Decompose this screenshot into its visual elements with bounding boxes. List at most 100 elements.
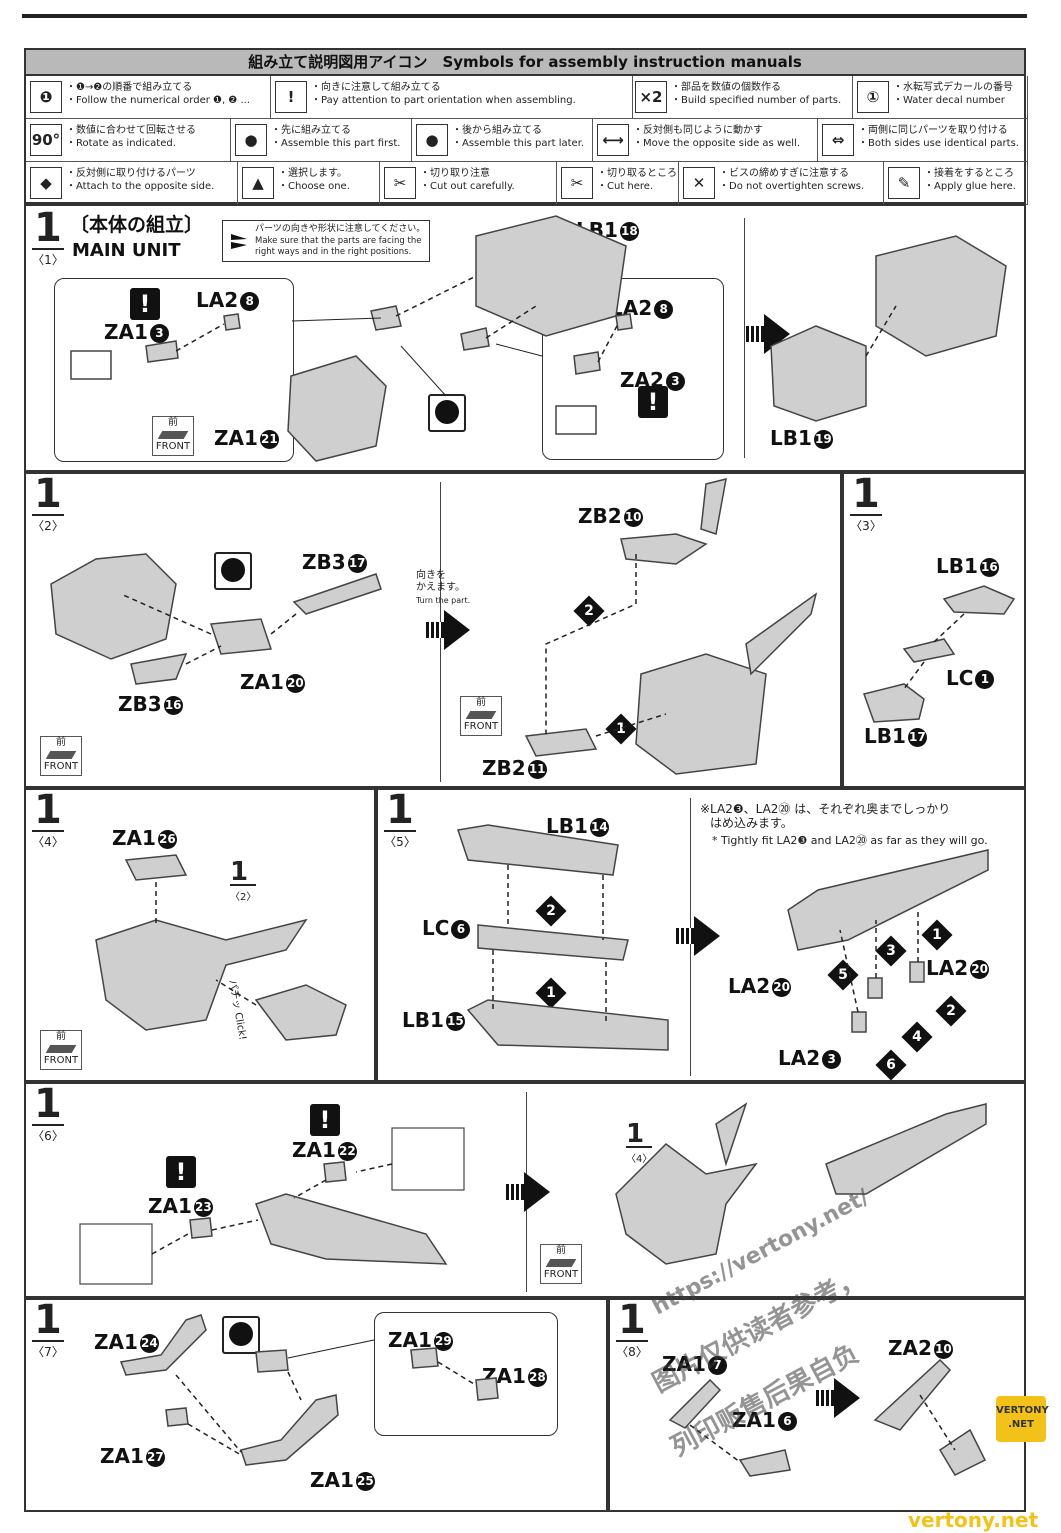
legend-item: ❶ ・❶→❷の順番で組み立てる・Follow the numerical orde…	[26, 76, 271, 119]
legend-item: ▲・選択します。・Choose one.	[238, 162, 380, 205]
next-arrow	[506, 1172, 550, 1212]
legend-item-en: ・Attach to the opposite side.	[66, 181, 215, 192]
legend-item-jp: ・水転写式デカールの番号	[893, 82, 1013, 93]
step-reference: 1〈4〉	[626, 1121, 653, 1172]
legend-item-en: ・Move the opposite side as well.	[633, 138, 801, 149]
legend-title: 組み立て説明図用アイコン Symbols for assembly instru…	[26, 50, 1024, 76]
orientation-note: パーツの向きや形状に注意してください。 Make sure that the p…	[222, 220, 430, 262]
step-1-3-parts-drawing	[863, 585, 1016, 723]
legend-item: 90°・数値に合わせて回転させる・Rotate as indicated.	[26, 119, 231, 162]
turn-note-jp2: かえます。	[416, 582, 465, 593]
step-1-5-panel: 1 〈5〉 ※LA2❸、LA2⑳ は、それぞれ奥までしっかり はめ込みます。 *…	[376, 788, 1026, 1082]
divider	[744, 218, 745, 458]
step-1-6-parts-drawing	[79, 1102, 987, 1285]
legend-item-jp: ・先に組み立てる	[271, 125, 351, 136]
legend-item-en: ・Choose one.	[278, 181, 350, 192]
numbered-order-icon: ❶	[30, 81, 62, 113]
footer-watermark: vertony.net	[908, 1508, 1039, 1532]
step-number: 1	[34, 1081, 62, 1127]
step-number: 1	[618, 1297, 646, 1343]
step-number: 1	[34, 787, 62, 833]
substep-number: 〈1〉	[32, 248, 64, 268]
symbols-legend: 組み立て説明図用アイコン Symbols for assembly instru…	[24, 48, 1028, 205]
step-reference: 1〈2〉	[230, 859, 257, 910]
water-decal-icon: ①	[857, 81, 889, 113]
legend-item-jp: ・選択します。	[278, 168, 347, 179]
no-overtighten-icon: ✕	[683, 167, 715, 199]
main-unit-parts-drawing	[70, 215, 1007, 462]
step-title-jp: 〔本体の組立〕	[70, 214, 204, 236]
legend-item: ✕・ビスの締めすぎに注意する・Do not overtighten screws…	[679, 162, 884, 205]
apply-glue-icon: ✎	[888, 167, 920, 199]
legend-item-jp: ・両側に同じパーツを取り付ける	[858, 125, 1008, 136]
fit-note-en: * Tightly fit LA2❸ and LA2⑳ as far as th…	[712, 834, 988, 847]
both-sides-icon: ⇔	[822, 124, 854, 156]
attach-opposite-icon: ◆	[30, 167, 62, 199]
step-number: 1	[852, 471, 880, 517]
assemble-first-icon	[214, 552, 252, 590]
multiply-two-icon: ×2	[635, 81, 667, 113]
step-1-5-parts-drawing	[457, 824, 989, 1051]
step-number: 1	[386, 787, 414, 833]
legend-item-jp: ・ビスの締めすぎに注意する	[719, 168, 849, 179]
legend-item-en: ・Build specified number of parts.	[671, 95, 842, 106]
legend-item-en: ・Both sides use identical parts.	[858, 138, 1019, 149]
legend-item: ◆・反対側に取り付けるパーツ・Attach to the opposite si…	[26, 162, 238, 205]
rotate-90-icon: 90°	[30, 124, 62, 156]
turn-note-en: Turn the part.	[416, 596, 471, 605]
exclamation-icon: !	[310, 1104, 340, 1136]
step-1-7-detail	[374, 1312, 558, 1436]
exclamation-icon: !	[130, 288, 160, 320]
step-number: 1	[34, 471, 62, 517]
turn-note-jp1: 向きを	[416, 570, 446, 581]
step-1-4-parts-drawing	[95, 854, 347, 1041]
substep-number: 〈3〉	[850, 514, 882, 534]
legend-item: ●・後から組み立てる・Assemble this part later.	[412, 119, 593, 162]
legend-item: ×2 ・部品を数値の個数作る・Build specified number of …	[631, 76, 853, 119]
step-title-en: MAIN UNIT	[72, 240, 181, 261]
legend-item-en: ・Assemble this part later.	[452, 138, 585, 149]
opposite-side-icon: ⟷	[597, 124, 629, 156]
legend-item-jp: ・接着をするところ	[924, 168, 1014, 179]
legend-item-jp: ・❶→❷の順番で組み立てる	[66, 82, 193, 93]
substep-number: 〈2〉	[32, 514, 64, 534]
legend-item-en: ・Follow the numerical order ❶, ❷ ...	[66, 95, 251, 106]
next-arrow	[676, 916, 720, 956]
substep-number: 〈4〉	[32, 830, 64, 850]
legend-item-jp: ・切り取るところ	[597, 168, 677, 179]
legend-item: ✂・切り取り注意・Cut out carefully.	[380, 162, 557, 205]
legend-item: ⟷・反対側も同じように動かす・Move the opposite side as…	[593, 119, 818, 162]
substep-number: 〈6〉	[32, 1124, 64, 1144]
legend-item-jp: ・部品を数値の個数作る	[671, 82, 781, 93]
assemble-first-icon	[222, 1316, 260, 1354]
legend-item-en: ・Pay attention to part orientation when …	[311, 95, 576, 106]
next-arrow	[816, 1378, 860, 1418]
exclamation-icon: !	[638, 386, 668, 418]
substep-value: 1	[44, 253, 52, 267]
legend-item: !・向きに注意して組み立てる・Pay attention to part ori…	[271, 76, 633, 119]
legend-item-jp: ・後から組み立てる	[452, 125, 542, 136]
vertony-logo: VERTONY .NET	[996, 1396, 1049, 1442]
step-number: 1	[34, 205, 62, 251]
step-1-8-parts-drawing	[668, 1358, 987, 1477]
